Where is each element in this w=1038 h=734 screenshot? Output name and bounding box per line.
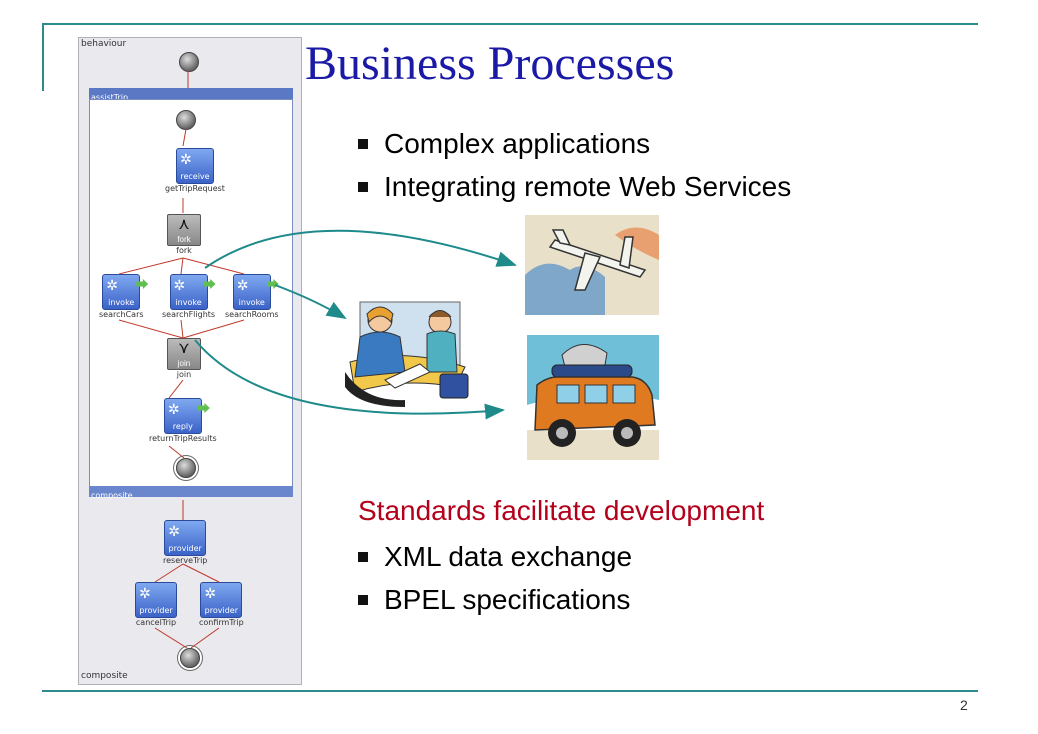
join-label: join bbox=[176, 370, 192, 379]
bpel-diagram-panel: behaviour assistTrip ✲receive getTripReq… bbox=[78, 37, 302, 685]
intro-bullets: Complex applications Integrating remote … bbox=[358, 122, 791, 208]
frame-top-line bbox=[42, 23, 978, 25]
square-bullet-icon bbox=[358, 138, 368, 149]
provider-label: reserveTrip bbox=[163, 556, 208, 565]
standards-heading: Standards facilitate development bbox=[358, 495, 765, 526]
gear-icon: ✲ bbox=[173, 277, 186, 293]
provider-label: cancelTrip bbox=[135, 618, 177, 627]
gear-icon: ✲ bbox=[236, 277, 249, 293]
bullet-item: Integrating remote Web Services bbox=[358, 165, 791, 208]
bullet-text: Complex applications bbox=[384, 128, 651, 159]
join-activity: ⋎join join bbox=[167, 338, 201, 379]
green-arrow-icon bbox=[197, 403, 210, 413]
bullet-text: XML data exchange bbox=[384, 541, 633, 572]
square-bullet-icon bbox=[358, 551, 368, 562]
fork-activity: ⋏fork fork bbox=[167, 214, 201, 255]
provider-activity: ✲provider reserveTrip bbox=[163, 520, 207, 565]
composite-bar-label: composite bbox=[91, 491, 133, 500]
gear-icon: ✲ bbox=[167, 401, 180, 417]
square-bullet-icon bbox=[358, 594, 368, 605]
gear-icon: ✲ bbox=[168, 523, 180, 539]
provider-activity: ✲provider cancelTrip bbox=[135, 582, 177, 627]
invoke-label: searchRooms bbox=[225, 310, 279, 319]
gear-icon: ✲ bbox=[204, 585, 217, 601]
scope-label: assistTrip bbox=[91, 93, 129, 102]
scope-header: assistTrip bbox=[89, 88, 293, 102]
invoke-activity: ✲invoke searchCars bbox=[99, 274, 149, 319]
invoke-activity: ✲invoke searchFlights bbox=[162, 274, 216, 319]
travel-agent-clipart bbox=[345, 301, 469, 407]
provider-activity: ✲provider confirmTrip bbox=[199, 582, 244, 627]
frame-bottom-line bbox=[42, 690, 978, 692]
airplane-clipart bbox=[525, 215, 659, 315]
bullet-text: Integrating remote Web Services bbox=[384, 171, 792, 202]
join-icon: ⋎ bbox=[178, 340, 190, 357]
behaviour-label: behaviour bbox=[81, 39, 127, 49]
gear-icon: ✲ bbox=[179, 151, 192, 167]
receive-label: getTripRequest bbox=[165, 184, 225, 193]
scope-start-event bbox=[176, 110, 196, 130]
page-number: 2 bbox=[960, 697, 968, 713]
receive-activity: ✲receive getTripRequest bbox=[165, 148, 225, 193]
bullet-item: XML data exchange bbox=[358, 535, 632, 578]
start-event bbox=[179, 52, 199, 72]
composite-footer-label: composite bbox=[81, 671, 128, 681]
bullet-item: BPEL specifications bbox=[358, 578, 632, 621]
slide-title: Business Processes bbox=[305, 37, 675, 90]
scope-end-event bbox=[176, 458, 196, 478]
frame-left-line bbox=[42, 23, 44, 91]
invoke-label: searchFlights bbox=[162, 310, 216, 319]
reply-activity: ✲reply returnTripResults bbox=[149, 398, 217, 443]
green-arrow-icon bbox=[203, 279, 216, 289]
green-arrow-icon bbox=[266, 279, 279, 289]
gear-icon: ✲ bbox=[106, 277, 118, 293]
provider-label: confirmTrip bbox=[199, 618, 244, 627]
composite-bar: composite bbox=[89, 486, 293, 500]
fork-label: fork bbox=[176, 246, 192, 255]
bullet-item: Complex applications bbox=[358, 122, 791, 165]
green-arrow-icon bbox=[136, 279, 149, 289]
car-clipart bbox=[527, 335, 659, 460]
end-event bbox=[180, 648, 200, 668]
gear-icon: ✲ bbox=[139, 585, 151, 601]
bullet-text: BPEL specifications bbox=[384, 584, 631, 615]
fork-icon: ⋏ bbox=[178, 216, 190, 233]
standards-bullets: XML data exchange BPEL specifications bbox=[358, 535, 632, 621]
square-bullet-icon bbox=[358, 181, 368, 192]
invoke-activity: ✲invoke searchRooms bbox=[225, 274, 279, 319]
invoke-label: searchCars bbox=[99, 310, 144, 319]
reply-label: returnTripResults bbox=[149, 434, 217, 443]
